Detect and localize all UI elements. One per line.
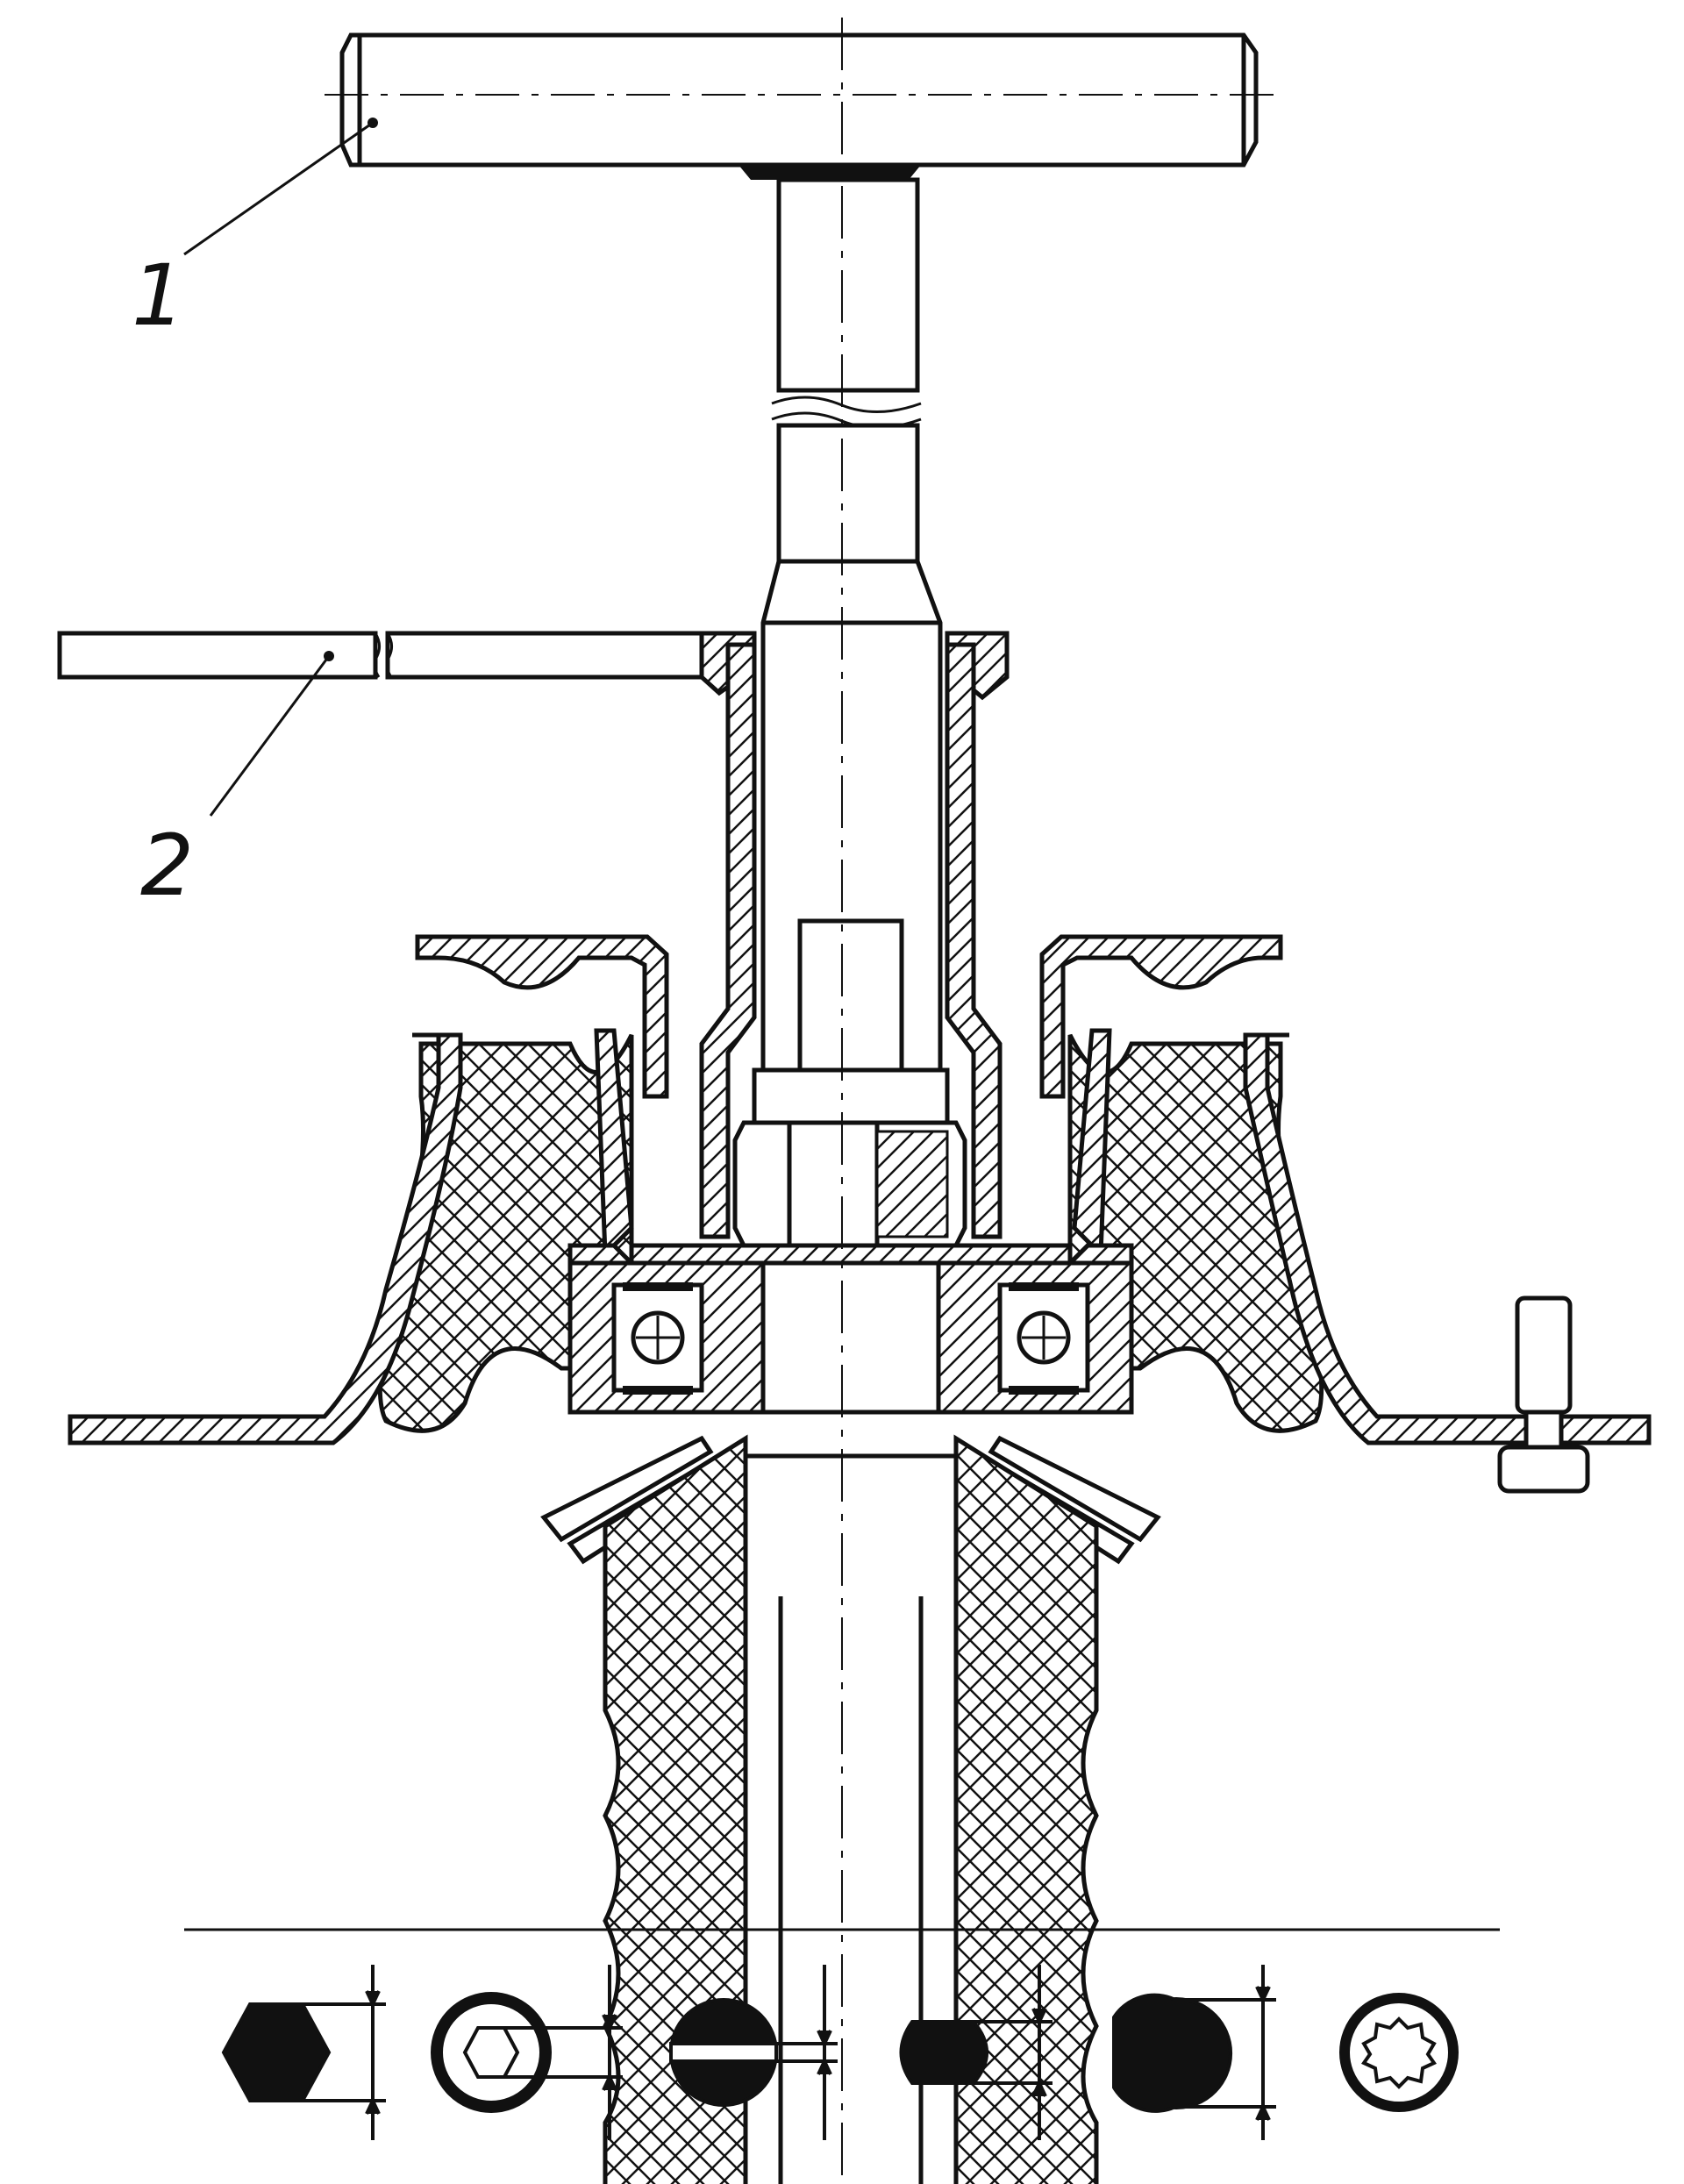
stud-bolt xyxy=(1497,1295,1590,1494)
bearing-inner-race xyxy=(567,1243,1134,1415)
slotted-profile-icon xyxy=(669,1965,838,2140)
callout-1-leader xyxy=(183,118,378,256)
piston-rod-nut xyxy=(732,918,967,1248)
d-profile-icon xyxy=(1112,1965,1276,2140)
bearing-left xyxy=(567,1260,766,1415)
t-handle-bar xyxy=(325,32,1281,168)
tool-shaft xyxy=(760,177,943,1289)
bump-stop xyxy=(603,1434,1099,2184)
hex-socket-profile-icon xyxy=(431,1965,623,2140)
callout-2-label: 2 xyxy=(140,817,194,915)
top-mounting-plate xyxy=(415,934,1283,1099)
callout-1-label: 1 xyxy=(132,246,185,345)
wrench-bar xyxy=(57,631,713,680)
hex-bit-profile-icon xyxy=(221,1965,386,2140)
outer-housing xyxy=(68,1028,1652,1445)
bearing-right xyxy=(936,1260,1134,1415)
t-handle-weld xyxy=(739,165,921,180)
spline-profile-icon xyxy=(1339,1993,1459,2112)
tool-profiles-row xyxy=(184,1928,1500,2140)
flat-sided-profile-icon xyxy=(899,1965,1052,2140)
socket-collar xyxy=(699,631,1010,1239)
callout-2-leader xyxy=(209,651,334,817)
